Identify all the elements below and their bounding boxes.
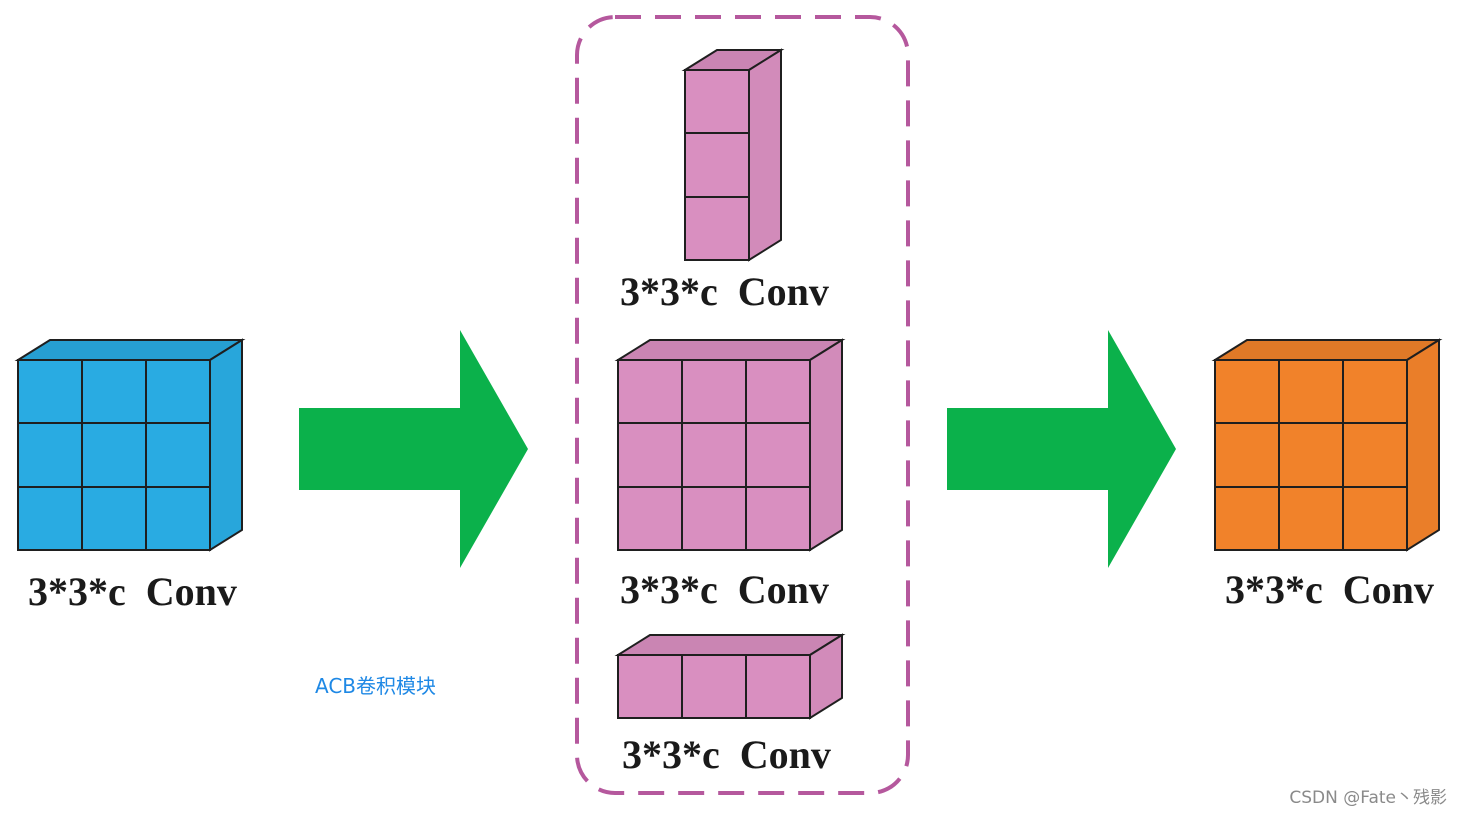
branch-horizontal-conv-label: 3*3*c Conv bbox=[622, 732, 831, 777]
csdn-watermark: CSDN @Fate丶残影 bbox=[1289, 788, 1447, 808]
right-arrow-icon bbox=[947, 330, 1176, 568]
branch-square-cube bbox=[614, 338, 846, 552]
left-arrow-icon bbox=[299, 330, 528, 568]
output-conv-label: 3*3*c Conv bbox=[1225, 567, 1434, 612]
branch-vertical-conv-label: 3*3*c Conv bbox=[620, 269, 829, 314]
acb-dashed-box bbox=[575, 15, 910, 795]
branch-horizontal-cube bbox=[614, 633, 846, 720]
input-cube bbox=[14, 338, 246, 552]
branch-square-conv-label: 3*3*c Conv bbox=[620, 567, 829, 612]
branch-vertical-cube bbox=[681, 48, 785, 262]
output-cube bbox=[1211, 338, 1443, 552]
acb-module-link[interactable]: ACB卷积模块 bbox=[315, 674, 436, 698]
input-conv-label: 3*3*c Conv bbox=[28, 569, 237, 614]
